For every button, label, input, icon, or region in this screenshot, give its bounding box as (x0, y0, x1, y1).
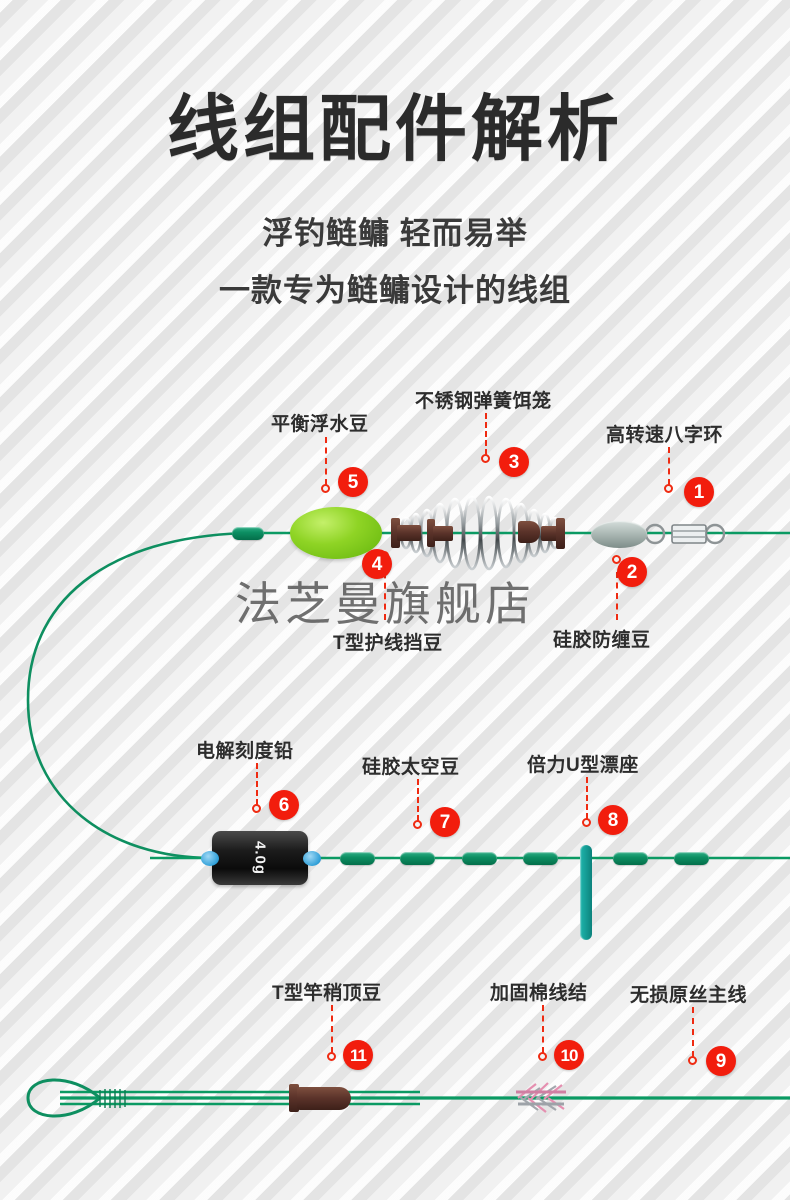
callout-2-leader (616, 572, 618, 620)
t-stop-bead-left-b (397, 525, 421, 541)
callout-8-leader (586, 777, 588, 819)
swivel-barrel (671, 524, 707, 544)
t-stop-bead-mid-a (427, 519, 435, 547)
anti-tangle-silicone-bead (591, 521, 647, 548)
space-bean-m6 (674, 852, 709, 865)
t-stop-bead-right-c (556, 518, 565, 549)
rod-tip-t-bead-stem (289, 1084, 299, 1112)
space-bean-m1 (340, 852, 375, 865)
header: 线组配件解析 浮钓鲢鳙 轻而易举 一款专为鲢鳙设计的线组 (0, 0, 790, 310)
callout-9-dot (688, 1056, 697, 1065)
callout-4-badge[interactable]: 4 (362, 549, 392, 579)
t-stop-bead-right-b (541, 526, 559, 541)
callout-7-label: 硅胶太空豆 (362, 757, 460, 778)
callout-1-leader (668, 447, 670, 485)
callout-5-badge[interactable]: 5 (338, 467, 368, 497)
page-title: 线组配件解析 (166, 90, 623, 170)
callout-9-label: 无损原丝主线 (630, 985, 748, 1006)
callout-6-leader (256, 763, 258, 805)
space-bean-m5 (613, 852, 648, 865)
callout-10-label: 加固棉线结 (490, 983, 588, 1004)
callout-7-leader (417, 779, 419, 821)
callout-5-label: 平衡浮水豆 (271, 414, 369, 435)
callout-2-dot (612, 555, 621, 564)
subtitle-line-2: 一款专为鲢鳙设计的线组 (219, 273, 571, 308)
callout-1-badge[interactable]: 1 (684, 477, 714, 507)
callout-6-label: 电解刻度铅 (196, 741, 294, 762)
callout-11-badge[interactable]: 11 (343, 1040, 373, 1070)
callout-10-dot (538, 1052, 547, 1061)
reinforced-cotton-knot (516, 1082, 566, 1113)
callout-4-leader (384, 562, 386, 620)
callout-4-label: T型护线挡豆 (333, 633, 443, 654)
callout-5-leader (325, 437, 327, 485)
callout-1-label: 高转速八字环 (606, 425, 724, 446)
t-stop-bead-right-a (518, 521, 540, 543)
bottom-main-line (26, 1078, 790, 1118)
callout-8-dot (582, 818, 591, 827)
callout-3-leader (485, 413, 487, 455)
callout-8-badge[interactable]: 8 (598, 805, 628, 835)
balance-float-bead (290, 507, 382, 559)
callout-2-badge[interactable]: 2 (617, 557, 647, 587)
callout-6-badge[interactable]: 6 (269, 790, 299, 820)
callout-11-dot (327, 1052, 336, 1061)
rod-tip-t-bead-body (297, 1087, 351, 1110)
space-bean-m3 (462, 852, 497, 865)
callout-7-dot (413, 820, 422, 829)
callout-1-dot (664, 484, 673, 493)
callout-3-label: 不锈钢弹簧饵笼 (415, 391, 552, 412)
space-bean-m2 (400, 852, 435, 865)
callout-9-leader (692, 1007, 694, 1057)
u-type-float-seat (580, 845, 592, 940)
t-stop-bead-left-a (391, 518, 400, 548)
electrolytic-scale-sinker: 4.0g (212, 831, 308, 885)
callout-2-label: 硅胶防缠豆 (553, 630, 651, 651)
callout-6-dot (252, 804, 261, 813)
callout-3-dot (481, 454, 490, 463)
callout-3-badge[interactable]: 3 (499, 447, 529, 477)
sinker-cap-left (201, 851, 219, 866)
space-bean-m4 (523, 852, 558, 865)
subtitle-line-1: 浮钓鲢鳙 轻而易举 (262, 216, 528, 251)
callout-11-label: T型竿稍顶豆 (272, 983, 382, 1004)
callout-7-badge[interactable]: 7 (430, 807, 460, 837)
callout-5-dot (321, 484, 330, 493)
t-stop-bead-mid-b (433, 526, 453, 541)
callout-10-leader (542, 1005, 544, 1053)
callout-8-label: 倍力U型漂座 (527, 755, 639, 776)
callout-10-badge[interactable]: 10 (554, 1040, 584, 1070)
space-bean-top (232, 527, 264, 540)
callout-9-badge[interactable]: 9 (706, 1046, 736, 1076)
callout-11-leader (331, 1005, 333, 1053)
sinker-cap-right (303, 851, 321, 866)
